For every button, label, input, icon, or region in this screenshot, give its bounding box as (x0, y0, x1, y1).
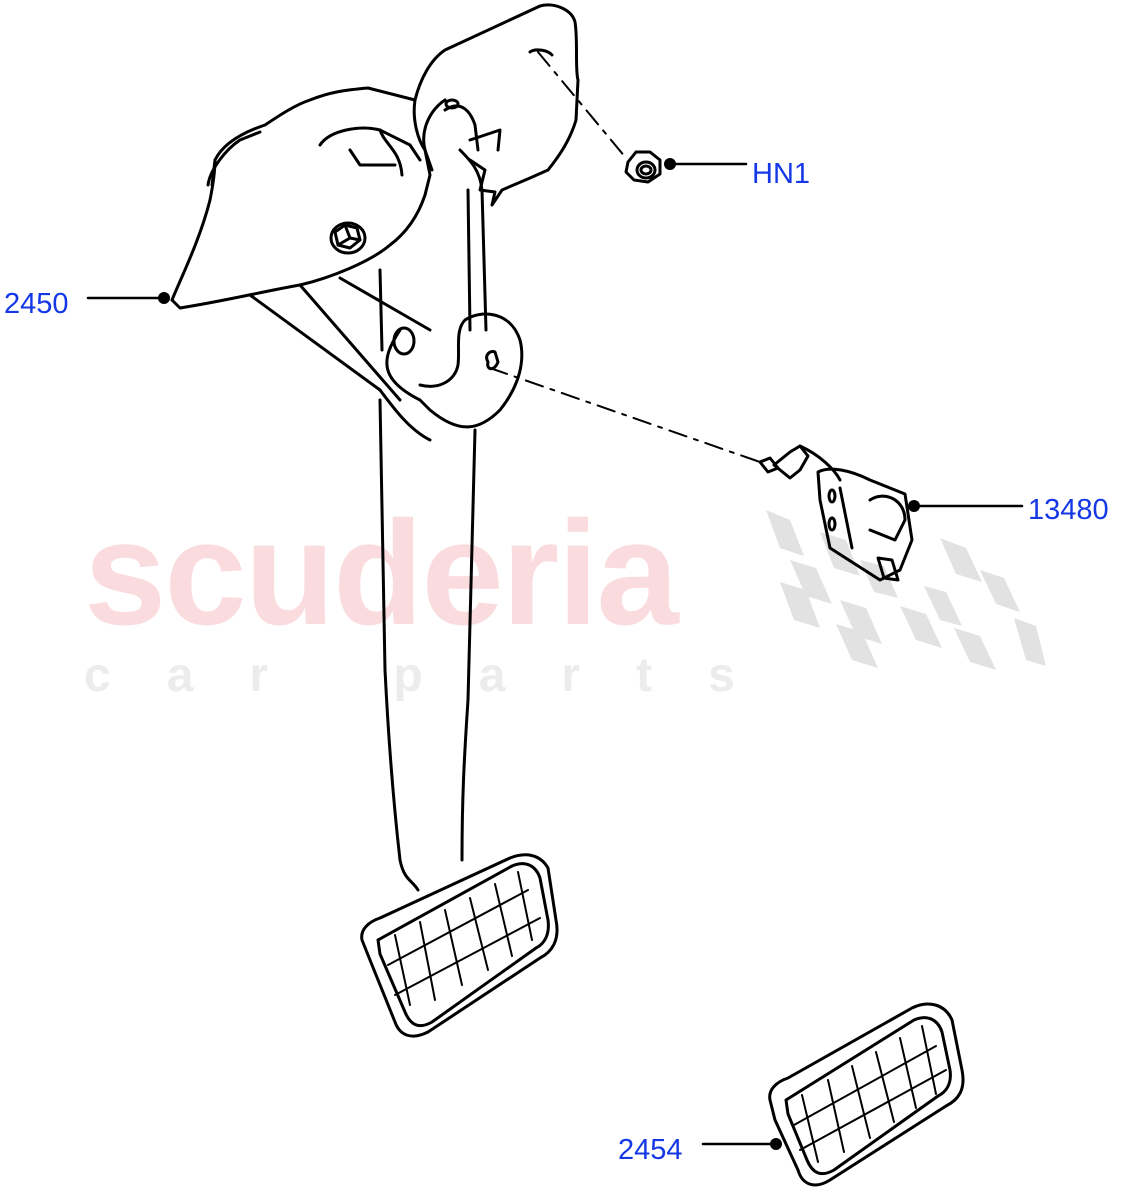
pedal-arm (378, 188, 524, 892)
callout-2454[interactable]: 2454 (618, 1134, 683, 1166)
callout-leaders (86, 162, 1024, 1146)
pedal-pad-on-arm (360, 853, 559, 1038)
callout-13480[interactable]: 13480 (1028, 494, 1109, 526)
watermark-tagline: car parts (84, 649, 791, 702)
stop-lamp-switch (758, 444, 914, 582)
pedal-box-bracket (170, 3, 580, 402)
callout-hn1[interactable]: HN1 (752, 158, 811, 190)
assembly-leaders (489, 51, 761, 463)
callout-2450[interactable]: 2450 (4, 288, 69, 320)
callout-dots (158, 158, 920, 1150)
flange-nut (624, 150, 662, 184)
pedal-pad-spare (768, 1002, 965, 1187)
